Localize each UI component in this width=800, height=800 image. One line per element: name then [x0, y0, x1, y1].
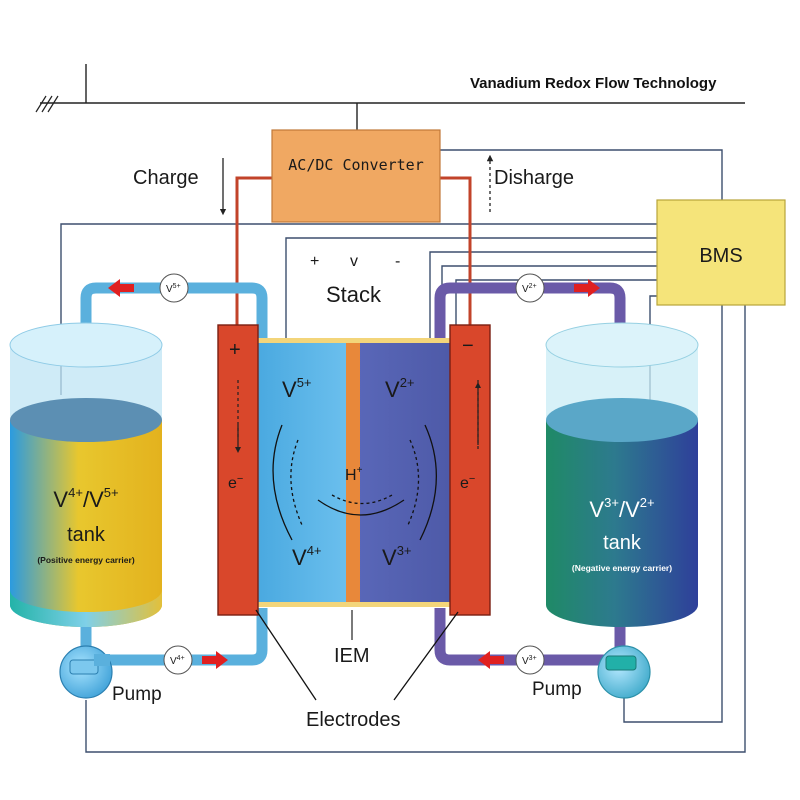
- pipe-badge-bottom-left: V4+: [163, 645, 193, 675]
- ion-exchange-membrane: [346, 340, 360, 605]
- stack-v: v: [350, 253, 358, 270]
- charge-label: Charge: [133, 167, 199, 189]
- iem-label: IEM: [334, 645, 370, 667]
- ac-dc-converter: AC/DC Converter: [271, 129, 441, 223]
- right-pump-label: Pump: [532, 679, 582, 700]
- flow-arrows: [108, 279, 600, 669]
- stack-plus: +: [310, 253, 319, 270]
- negative-tank-carrier: (Negative energy carrier): [572, 563, 672, 573]
- negative-electron-label: e−: [460, 473, 475, 492]
- left-pump-label: Pump: [112, 684, 162, 705]
- pipe-badge-bottom-right: V3+: [515, 645, 545, 675]
- bms-label: BMS: [699, 245, 742, 267]
- positive-tank-carrier: (Positive energy carrier): [37, 555, 134, 565]
- left-pump: Pump: [59, 645, 162, 705]
- grid-line: [35, 64, 745, 130]
- bms-box: BMS: [656, 199, 786, 306]
- stack-header: + v - Stack: [310, 253, 400, 307]
- svg-text:V4+: V4+: [170, 655, 185, 667]
- negative-tank-ions: V3+/V2+: [589, 495, 654, 522]
- positive-electron-label: e−: [228, 473, 243, 492]
- stack-minus: -: [395, 253, 400, 270]
- negative-tank: V3+/V2+ tank (Negative energy carrier): [545, 322, 699, 627]
- electrodes-callout: Electrodes: [255, 609, 459, 731]
- flow-arrow-top-left: [108, 279, 134, 297]
- discharge-indicator: Disharge: [486, 154, 574, 212]
- positive-tank-word: tank: [67, 524, 106, 546]
- positive-tank: V4+/V5+ tank (Positive energy carrier): [9, 322, 163, 627]
- svg-text:V3+: V3+: [522, 655, 537, 667]
- svg-text:V5+: V5+: [166, 283, 181, 295]
- negative-tank-word: tank: [603, 532, 642, 554]
- svg-text:V2+: V2+: [522, 283, 537, 295]
- stack-label: Stack: [326, 282, 382, 307]
- proton-label: H+: [345, 465, 363, 484]
- cell-ion-v3: V3+: [382, 543, 412, 570]
- flow-arrow-top-right: [574, 279, 600, 297]
- discharge-label: Disharge: [494, 167, 574, 189]
- cell-ion-v4: V4+: [292, 543, 322, 570]
- pipe-badge-top-left: V5+: [159, 273, 189, 303]
- reaction-arcs: [272, 424, 437, 541]
- flow-arrow-bottom-right: [478, 651, 504, 669]
- positive-electrode: + e−: [217, 324, 259, 616]
- flow-arrow-bottom-left: [202, 651, 228, 669]
- cell-ion-v5: V5+: [282, 375, 312, 402]
- right-pump: Pump: [532, 645, 651, 700]
- pipe-badge-top-right: V2+: [515, 273, 545, 303]
- dc-lines: [235, 176, 472, 330]
- positive-sign: +: [229, 339, 241, 361]
- ac-dc-converter-label: AC/DC Converter: [288, 156, 423, 174]
- cell-stack: [258, 338, 450, 607]
- electrodes-label: Electrodes: [306, 709, 401, 731]
- cell-ion-v2: V2+: [385, 375, 415, 402]
- positive-tank-ions: V4+/V5+: [53, 485, 118, 512]
- diagram-title: Vanadium Redox Flow Technology: [470, 75, 717, 92]
- negative-sign: −: [462, 335, 474, 357]
- negative-electrode: − e−: [449, 324, 491, 616]
- charge-indicator: Charge: [133, 158, 227, 216]
